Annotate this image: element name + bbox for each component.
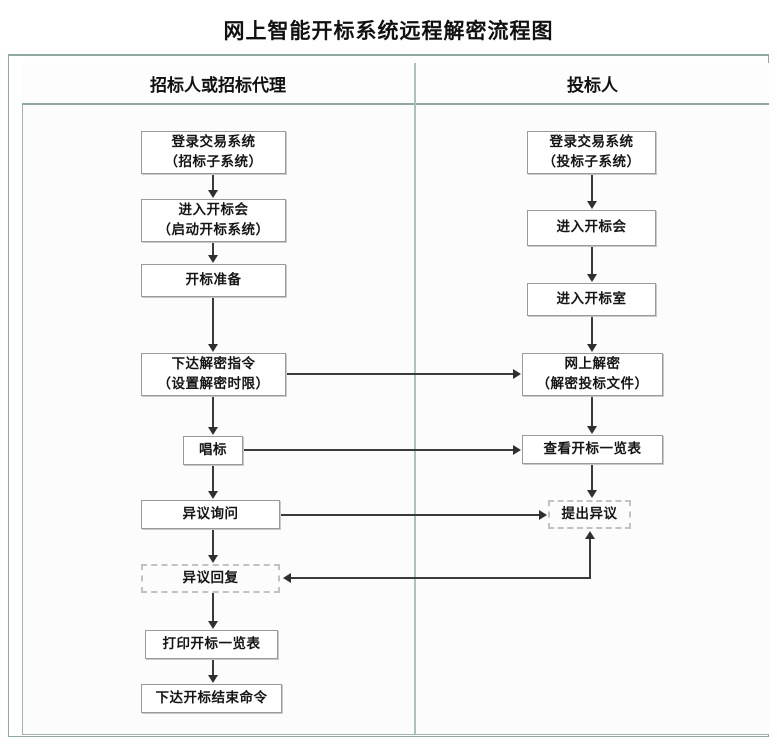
edge-login-to-meeting-right — [591, 174, 593, 202]
node-opening-preparation-label: 开标准备 — [185, 271, 242, 288]
edge-inquiry-to-objection-arrow — [539, 510, 547, 520]
node-online-decrypt[interactable]: 网上解密 （解密投标文件） — [522, 353, 663, 396]
edge-call-bid-to-inquiry-arrow — [208, 491, 218, 499]
node-login-trading-system[interactable]: 登录交易系统 （招标子系统） — [141, 131, 286, 174]
node-login-trading-system-bidder[interactable]: 登录交易系统 （投标子系统） — [527, 131, 656, 174]
diagram-title-band: 网上智能开标系统远程解密流程图 — [8, 8, 769, 56]
edge-room-to-online-decrypt — [591, 316, 593, 344]
node-call-bid[interactable]: 唱标 — [183, 436, 243, 465]
edge-inquiry-to-reply — [212, 529, 214, 556]
edge-decrypt-cmd-to-online-arrow — [513, 369, 521, 379]
node-issue-end-command-label: 下达开标结束命令 — [155, 689, 268, 706]
node-login-trading-system-line2: （招标子系统） — [164, 153, 263, 170]
edge-meeting-to-room-right — [591, 246, 593, 274]
edge-login-to-meeting-left — [212, 174, 214, 191]
lane-header-bidder-agent: 招标人或招标代理 — [150, 75, 286, 96]
node-raise-objection[interactable]: 提出异议 — [548, 500, 631, 529]
node-online-decrypt-line2: （解密投标文件） — [536, 375, 649, 392]
node-opening-preparation[interactable]: 开标准备 — [141, 264, 286, 297]
node-issue-decrypt-command-line1: 下达解密指令 — [171, 355, 256, 372]
node-issue-end-command[interactable]: 下达开标结束命令 — [141, 684, 282, 713]
edge-print-to-end-command-arrow — [208, 675, 218, 683]
node-enter-opening-meeting-line1: 进入开标会 — [178, 201, 249, 218]
node-enter-opening-room[interactable]: 进入开标室 — [527, 283, 656, 316]
edge-login-to-meeting-right-arrow — [587, 201, 597, 209]
node-enter-opening-meeting[interactable]: 进入开标会 （启动开标系统） — [141, 199, 286, 242]
node-call-bid-label: 唱标 — [199, 441, 227, 458]
node-enter-opening-room-label: 进入开标室 — [556, 290, 627, 307]
edge-meeting-to-prep-left-arrow — [208, 255, 218, 263]
edge-room-to-online-decrypt-arrow — [587, 344, 597, 352]
swimlane-header-row: 招标人或招标代理 投标人 — [22, 63, 769, 105]
edge-view-list-to-objection — [591, 464, 593, 491]
node-online-decrypt-line1: 网上解密 — [564, 355, 621, 372]
edge-decrypt-cmd-to-call-bid — [212, 396, 214, 428]
edge-call-bid-to-view-list — [243, 449, 514, 451]
node-login-trading-system-bidder-line2: （投标子系统） — [542, 153, 641, 170]
edge-reply-to-print-arrow — [208, 621, 218, 629]
edge-inquiry-to-reply-arrow — [208, 555, 218, 563]
edge-inquiry-to-objection — [280, 514, 540, 516]
edge-objection-to-reply-uparrow — [585, 531, 595, 539]
node-login-trading-system-bidder-line1: 登录交易系统 — [549, 133, 634, 150]
edge-meeting-to-room-right-arrow — [587, 274, 597, 282]
node-objection-inquiry[interactable]: 异议询问 — [141, 500, 280, 529]
edge-decrypt-cmd-to-call-bid-arrow — [208, 427, 218, 435]
edge-meeting-to-prep-left — [212, 242, 214, 256]
node-print-opening-list[interactable]: 打印开标一览表 — [145, 630, 278, 659]
edge-objection-to-reply-horizontal — [290, 577, 591, 579]
lane-divider — [414, 63, 416, 735]
edge-objection-to-reply-arrow — [283, 573, 291, 583]
node-print-opening-list-label: 打印开标一览表 — [162, 635, 261, 652]
node-issue-decrypt-command[interactable]: 下达解密指令 （设置解密时限） — [141, 353, 286, 396]
lane-left-gutter — [22, 63, 23, 735]
edge-login-to-meeting-left-arrow — [208, 190, 218, 198]
node-enter-opening-meeting-bidder[interactable]: 进入开标会 — [527, 210, 656, 246]
edge-reply-to-print — [212, 593, 214, 622]
swimlane-body — [22, 63, 769, 735]
edge-online-decrypt-to-view-list-arrow — [587, 426, 597, 434]
edge-call-bid-to-inquiry — [212, 465, 214, 492]
page-title: 网上智能开标系统远程解密流程图 — [223, 18, 554, 43]
node-objection-reply-label: 异议回复 — [182, 569, 239, 586]
node-enter-opening-meeting-bidder-label: 进入开标会 — [556, 219, 627, 236]
edge-view-list-to-objection-arrow — [587, 490, 597, 498]
node-enter-opening-meeting-line2: （启动开标系统） — [157, 221, 270, 238]
edge-print-to-end-command — [212, 659, 214, 676]
node-raise-objection-label: 提出异议 — [561, 505, 618, 522]
edge-prep-to-decrypt-cmd — [212, 297, 214, 345]
node-objection-reply[interactable]: 异议回复 — [141, 564, 280, 593]
edge-online-decrypt-to-view-list — [591, 396, 593, 426]
edge-objection-to-reply-vertical — [589, 537, 591, 579]
lane-header-tenderer: 投标人 — [567, 75, 618, 96]
node-issue-decrypt-command-line2: （设置解密时限） — [157, 375, 270, 392]
node-objection-inquiry-label: 异议询问 — [182, 505, 239, 522]
edge-call-bid-to-view-list-arrow — [513, 445, 521, 455]
edge-decrypt-cmd-to-online — [286, 373, 514, 375]
edge-prep-to-decrypt-cmd-arrow — [208, 344, 218, 352]
node-login-trading-system-line1: 登录交易系统 — [171, 133, 256, 150]
node-view-opening-list-label: 查看开标一览表 — [543, 440, 642, 457]
node-view-opening-list[interactable]: 查看开标一览表 — [522, 435, 663, 464]
